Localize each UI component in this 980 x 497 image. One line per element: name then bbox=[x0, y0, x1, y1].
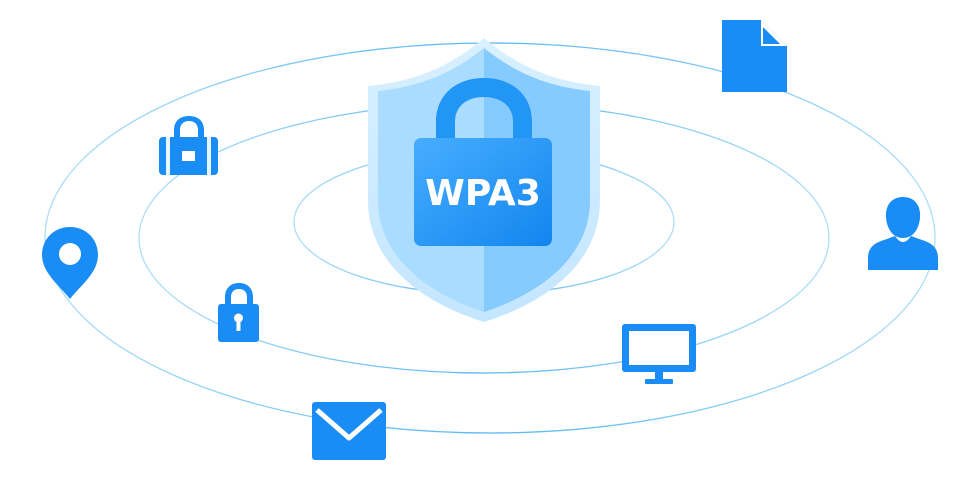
padlock-body bbox=[414, 138, 552, 246]
briefcase-lock-shackle bbox=[174, 116, 204, 138]
shield-padlock-icon: WPA3 bbox=[414, 78, 552, 246]
location-pin-icon bbox=[42, 227, 98, 299]
envelope-icon bbox=[312, 402, 386, 460]
padlock-icon bbox=[218, 283, 259, 342]
briefcase-lock-icon bbox=[159, 116, 218, 175]
padlock-shackle bbox=[436, 78, 532, 142]
wpa3-label: WPA3 bbox=[425, 173, 541, 214]
monitor-icon bbox=[622, 324, 696, 384]
user-icon bbox=[868, 197, 938, 270]
document-icon bbox=[722, 20, 787, 92]
